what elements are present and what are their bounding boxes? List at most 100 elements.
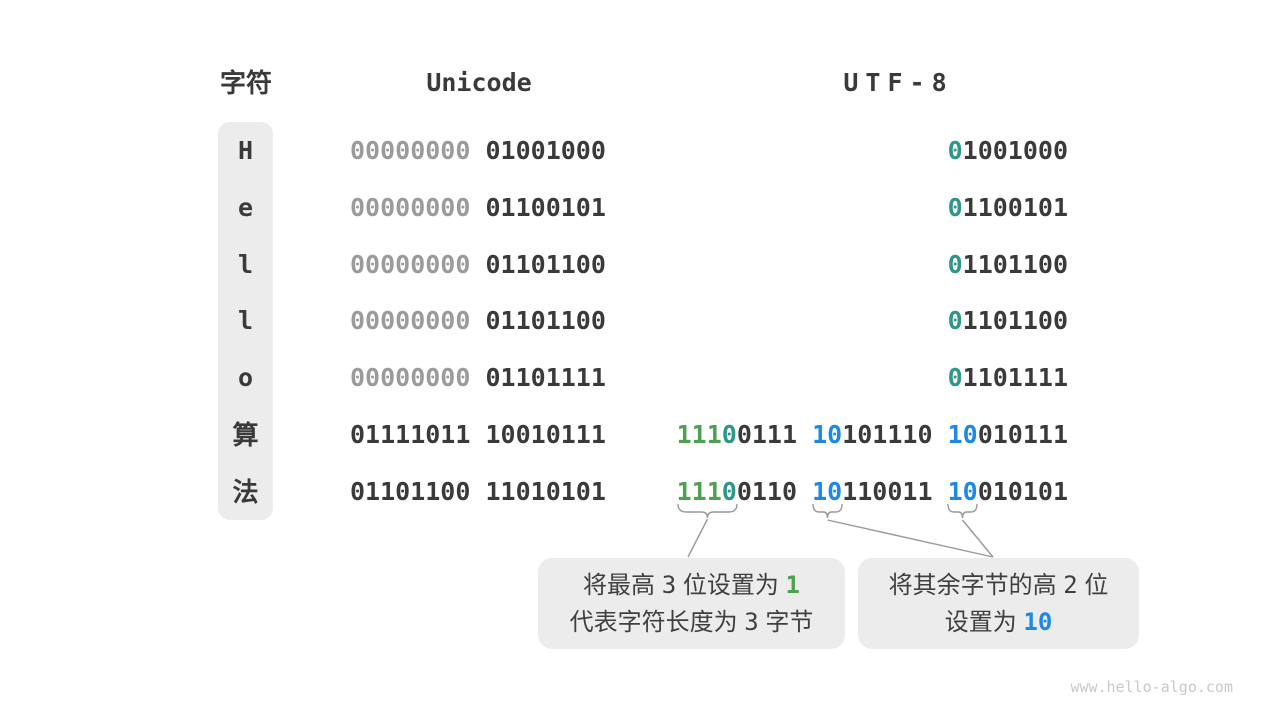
callout-highlight-num: 3 [744,607,759,636]
bit-segment-green: 111 [676,420,722,449]
bit-segment-gray: 00000000 [350,250,471,279]
bit-segment-dark: 0111 [736,420,798,449]
bit-segment-green: 111 [676,477,722,506]
callout-prefix-rule: 将最高 3 位设置为 1 代表字符长度为 3 字节 [538,558,845,649]
unicode-bits: 00000000 01101111 [350,363,606,393]
bit-segment-teal: 0 [721,477,737,506]
bit-segment-gray: 00000000 [350,363,471,392]
bit-segment-dark: 0110 [736,477,798,506]
bit-segment-blue: 10 [947,420,978,449]
bit-segment-dark [797,420,812,449]
bit-segment-dark [933,420,948,449]
bit-segment-dark: 01101100 [485,306,606,335]
unicode-bits: 00000000 01100101 [350,193,606,223]
callout-highlight-num: 2 [1063,570,1078,599]
bit-segment-teal: 0 [947,193,963,222]
character-cell: 法 [232,477,259,507]
column-header-utf8: UTF-8 [843,68,954,97]
bit-segment-dark [470,363,485,392]
callout-continuation-rule: 将其余字节的高 2 位设置为 10 [858,558,1139,649]
bit-segment-dark: 1101100 [962,250,1068,279]
unicode-bits: 00000000 01101100 [350,250,606,280]
callout-highlight-blue: 10 [1023,607,1053,636]
bit-segment-blue: 10 [947,477,978,506]
character-cell: l [237,250,254,279]
callout-line: 设置为 10 [858,606,1139,639]
character-cell: l [237,306,254,335]
bit-segment-dark: 110011 [842,477,933,506]
bit-segment-blue: 10 [812,420,843,449]
callout-text: 位 [1077,571,1109,599]
bit-segment-dark: 01100101 [485,193,606,222]
character-cell: e [237,193,254,222]
character-cell: 算 [232,420,259,450]
callout-line: 将其余字节的高 2 位 [858,569,1139,602]
bit-segment-dark [470,250,485,279]
callout-line: 代表字符长度为 3 字节 [538,606,845,639]
bit-segment-dark: 1001000 [962,136,1068,165]
callout-text: 代表字符长度为 [569,608,745,636]
bit-segment-dark [470,420,485,449]
unicode-bits: 00000000 01101100 [350,306,606,336]
callout-text: 字节 [758,608,814,636]
callout-highlight-green: 1 [785,570,800,599]
connector-line-continuation-a [827,519,994,558]
callout-text: 设置为 [944,608,1024,636]
connector-line-continuation-b [961,519,994,558]
bit-segment-dark [470,193,485,222]
bit-segment-dark: 010101 [977,477,1068,506]
bit-segment-gray: 00000000 [350,136,471,165]
column-header-character: 字符 [219,68,272,98]
utf8-bits: 11100111 10101110 10010111 [677,420,1068,450]
utf8-bits: 01101111 [948,363,1068,393]
bit-segment-dark [933,477,948,506]
bit-segment-dark [470,306,485,335]
bit-segment-teal: 0 [721,420,737,449]
callout-text: 将最高 [583,571,662,599]
utf8-bits: 01100101 [948,193,1068,223]
bit-segment-dark [470,477,485,506]
bit-segment-dark [470,136,485,165]
callout-text: 将其余字节的高 [888,571,1064,599]
unicode-bits: 01101100 11010101 [350,477,606,507]
watermark: www.hello-algo.com [1070,678,1233,696]
unicode-bits: 01111011 10010111 [350,420,606,450]
bit-segment-dark: 01101100 [485,250,606,279]
bit-segment-blue: 10 [812,477,843,506]
bit-segment-teal: 0 [947,363,963,392]
bit-segment-dark: 01101100 [350,477,471,506]
unicode-bits: 00000000 01001000 [350,136,606,166]
callout-text: 位设置为 [676,571,786,599]
callout-line: 将最高 3 位设置为 1 [538,569,845,602]
bit-segment-dark [797,477,812,506]
utf8-bits: 01001000 [948,136,1068,166]
bit-segment-dark: 01111011 [350,420,471,449]
bit-segment-dark: 1101100 [962,306,1068,335]
utf8-bits: 01101100 [948,250,1068,280]
character-column-panel [218,122,273,520]
callout-highlight-num: 3 [661,570,677,599]
utf8-bits: 11100110 10110011 10010101 [677,477,1068,507]
column-header-unicode: Unicode [426,68,532,97]
bit-segment-dark: 10010111 [485,420,606,449]
bit-segment-dark: 1100101 [962,193,1068,222]
bit-segment-dark: 1101111 [962,363,1068,392]
bit-segment-gray: 00000000 [350,193,471,222]
bit-segment-dark: 01101111 [485,363,606,392]
character-cell: o [237,363,254,392]
connector-line-prefix [687,518,709,558]
bit-segment-dark: 101110 [842,420,933,449]
bit-segment-dark: 01001000 [485,136,606,165]
utf8-bits: 01101100 [948,306,1068,336]
bit-segment-dark: 11010101 [485,477,606,506]
bit-segment-teal: 0 [947,250,963,279]
bit-segment-dark: 010111 [977,420,1068,449]
bit-segment-teal: 0 [947,136,963,165]
